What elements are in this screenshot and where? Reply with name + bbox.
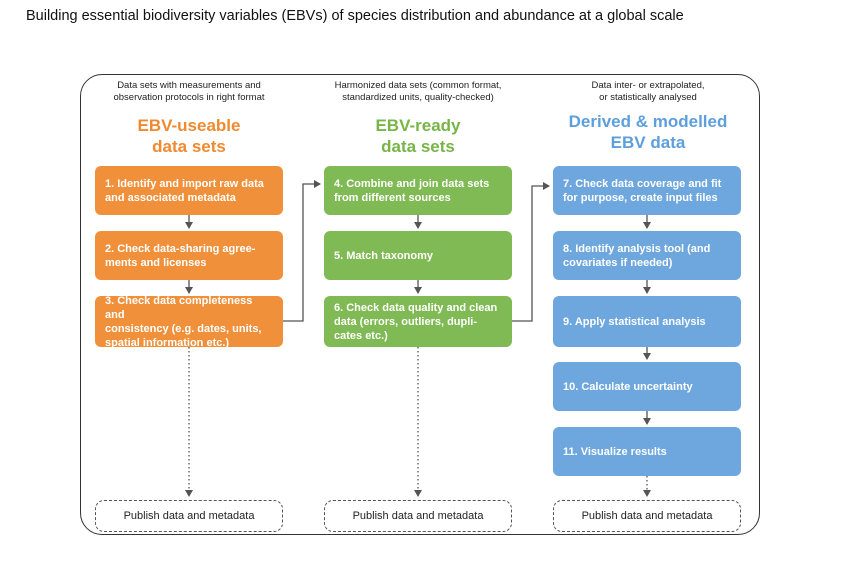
step-1: 1. Identify and import raw data and asso… xyxy=(95,166,283,215)
arrow-6-to-7 xyxy=(512,182,550,322)
step-11: 11. Visualize results xyxy=(553,427,741,476)
step-10: 10. Calculate uncertainty xyxy=(553,362,741,411)
page-title: Building essential biodiversity variable… xyxy=(26,8,684,24)
step-9: 9. Apply statistical analysis xyxy=(553,296,741,347)
step-4-label: 4. Combine and join data sets from diffe… xyxy=(334,177,490,204)
column-2-description: Harmonized data sets (common format, sta… xyxy=(334,80,502,103)
step-9-label: 9. Apply statistical analysis xyxy=(563,315,706,328)
column-3-heading: Derived & modelled EBV data xyxy=(568,112,728,152)
step-7-label: 7. Check data coverage and fit for purpo… xyxy=(563,177,722,204)
step-5-label: 5. Match taxonomy xyxy=(334,249,434,262)
column-1-description: Data sets with measurements and observat… xyxy=(113,80,265,103)
step-5: 5. Match taxonomy xyxy=(324,231,512,280)
column-1-heading: EBV-useable data sets xyxy=(137,116,241,156)
step-10-label: 10. Calculate uncertainty xyxy=(563,380,693,393)
step-2-label: 2. Check data-sharing agree- ments and l… xyxy=(105,242,256,269)
step-6-label: 6. Check data quality and clean data (er… xyxy=(334,301,498,342)
step-2: 2. Check data-sharing agree- ments and l… xyxy=(95,231,283,280)
publish-box-3: Publish data and metadata xyxy=(553,500,741,532)
step-3: 3. Check data completeness and consisten… xyxy=(95,294,283,349)
step-8-label: 8. Identify analysis tool (and covariate… xyxy=(563,242,711,269)
diagram-frame xyxy=(80,74,760,535)
step-3-label: 3. Check data completeness and consisten… xyxy=(105,294,262,349)
step-4: 4. Combine and join data sets from diffe… xyxy=(324,166,512,215)
step-6: 6. Check data quality and clean data (er… xyxy=(324,296,512,347)
column-2-heading: EBV-ready data sets xyxy=(375,116,461,156)
arrow-3-to-4 xyxy=(283,180,321,322)
step-11-label: 11. Visualize results xyxy=(563,445,667,458)
step-1-label: 1. Identify and import raw data and asso… xyxy=(105,177,264,204)
step-7: 7. Check data coverage and fit for purpo… xyxy=(553,166,741,215)
column-3-description: Data inter- or extrapolated, or statisti… xyxy=(591,80,705,103)
publish-box-1: Publish data and metadata xyxy=(95,500,283,532)
step-8: 8. Identify analysis tool (and covariate… xyxy=(553,231,741,280)
publish-box-2: Publish data and metadata xyxy=(324,500,512,532)
